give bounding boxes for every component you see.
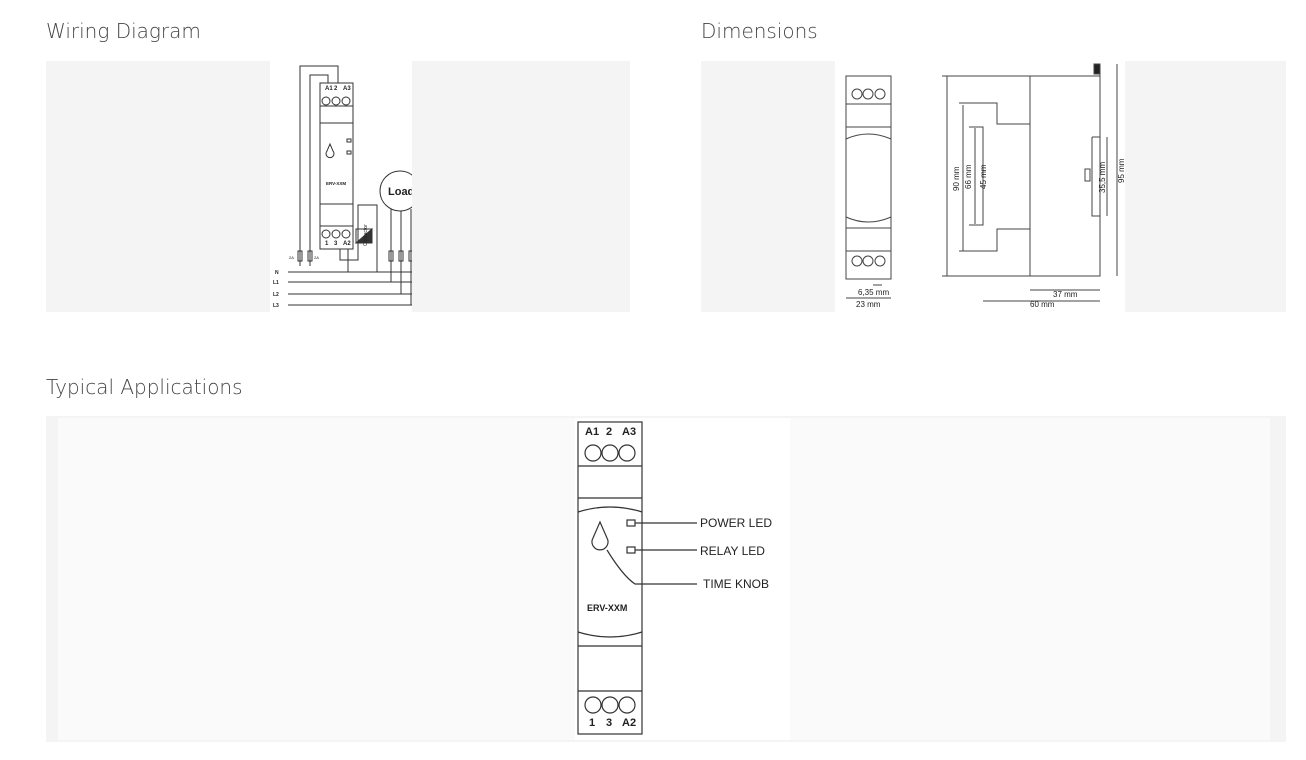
wiring-diagram-panel: A1 2 A3 1 3 A2 ERV-XXM 2A 2A Contactor L…: [46, 61, 630, 312]
typical-applications-image: A1 2 A3 1 3 A2 ERV-XXM POWER LED RELAY L…: [575, 418, 790, 740]
dim-37-label: 37 mm: [1053, 290, 1078, 299]
time-knob-label: TIME KNOB: [703, 577, 769, 591]
power-led-label: POWER LED: [700, 516, 772, 530]
line-n-label: N: [275, 270, 279, 276]
time-knob-icon: [591, 520, 609, 551]
bottom-terminal-3: 3: [606, 717, 612, 729]
wiring-diagram-image: A1 2 A3 1 3 A2 ERV-XXM 2A 2A Contactor L…: [270, 61, 412, 312]
fuse-right-label: 2A: [314, 255, 319, 260]
model-label: ERV-XXM: [326, 181, 346, 186]
top-terminal-a1: A1: [585, 426, 599, 438]
dimensions-panel: 6,35 mm 23 mm 90 mm 66 mm 45 mm 35,5 mm …: [701, 61, 1286, 312]
line-l2-label: L2: [273, 292, 279, 298]
line-l3-label: L3: [273, 303, 279, 309]
power-led-icon: [626, 519, 636, 527]
model-label: ERV-XXM: [587, 603, 627, 613]
bottom-terminal-3: 3: [334, 241, 338, 247]
dim-45-label: 45 mm: [979, 164, 988, 189]
bottom-terminal-1: 1: [325, 241, 329, 247]
top-terminal-2: 2: [606, 426, 612, 438]
top-terminal-a1: A1: [325, 86, 333, 92]
dim-90-label: 90 mm: [952, 166, 961, 191]
dim-6-35-label: 6,35 mm: [858, 288, 889, 297]
dim-66-label: 66 mm: [964, 164, 973, 189]
fuse-left-label: 2A: [289, 255, 294, 260]
load-label: Load: [388, 186, 412, 198]
bottom-terminal-1: 1: [589, 717, 595, 729]
dim-60-label: 60 mm: [1030, 300, 1055, 309]
relay-led-icon: [626, 546, 636, 554]
top-terminal-2: 2: [334, 86, 338, 92]
bottom-terminal-a2: A2: [622, 717, 636, 729]
relay-led-label: RELAY LED: [700, 544, 765, 558]
typical-applications-heading: Typical Applications: [46, 375, 243, 399]
typical-applications-panel: A1 2 A3 1 3 A2 ERV-XXM POWER LED RELAY L…: [46, 416, 1286, 742]
dimensions-image: 6,35 mm 23 mm 90 mm 66 mm 45 mm 35,5 mm …: [835, 61, 1125, 312]
wiring-diagram-heading: Wiring Diagram: [46, 19, 201, 43]
top-terminal-a3: A3: [343, 86, 351, 92]
contactor-label: Contactor: [363, 224, 369, 246]
line-l1-label: L1: [273, 280, 279, 286]
dimensions-heading: Dimensions: [701, 19, 818, 43]
dim-35-5-label: 35,5 mm: [1098, 162, 1107, 193]
top-terminal-a3: A3: [622, 426, 636, 438]
dim-23-label: 23 mm: [856, 300, 881, 309]
bottom-terminal-a2: A2: [343, 241, 351, 247]
dim-95-label: 95 mm: [1117, 158, 1125, 183]
